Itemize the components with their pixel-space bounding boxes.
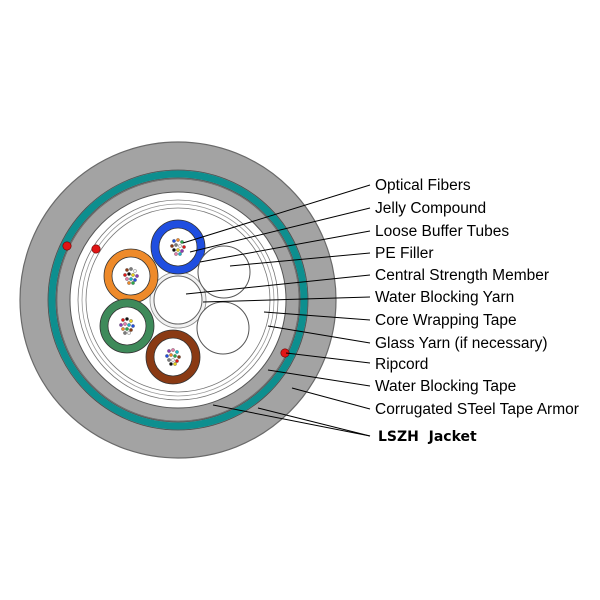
optical-fiber-dot	[169, 362, 173, 366]
optical-fiber-dot	[167, 358, 171, 362]
optical-fiber-dot	[172, 239, 176, 243]
optical-fiber-dot	[129, 267, 133, 271]
central-strength-member	[153, 275, 203, 325]
label-optical-fibers: Optical Fibers	[375, 177, 471, 194]
optical-fiber-dot	[127, 281, 131, 285]
label-central-strength-member: Central Strength Member	[375, 267, 549, 284]
optical-fiber-dot	[177, 355, 181, 359]
pe-filler-top	[197, 245, 251, 299]
steel-tape-armor-edge-inner	[55, 177, 301, 423]
optical-fiber-dot	[133, 269, 137, 273]
optical-fiber-dot	[173, 354, 177, 358]
optical-fiber-dot	[174, 243, 178, 247]
optical-fiber-dot	[121, 327, 125, 331]
optical-fiber-dot	[125, 268, 129, 272]
leader-jelly-compound	[189, 207, 371, 253]
optical-fiber-dot	[175, 359, 179, 363]
optical-fiber-dot	[176, 238, 180, 242]
pe-filler-bottom	[196, 301, 250, 355]
leader-water-blocking-tape	[267, 369, 371, 387]
optical-fiber-dot	[180, 240, 184, 244]
loose-buffer-tube-orange	[103, 248, 159, 304]
optical-fibers	[119, 238, 186, 366]
optical-fiber-dot	[123, 273, 127, 277]
optical-fiber-dot	[171, 358, 175, 362]
optical-fiber-dot	[169, 353, 173, 357]
optical-fiber-dot	[129, 319, 133, 323]
optical-fiber-dot	[175, 350, 179, 354]
optical-fiber-dot	[121, 318, 125, 322]
optical-fiber-dot	[180, 249, 184, 253]
optical-fiber-dot	[173, 362, 177, 366]
optical-fiber-dot	[125, 327, 129, 331]
optical-fiber-dot	[165, 354, 169, 358]
leader-lszh-jacket-1	[212, 404, 371, 437]
label-pe-filler: PE Filler	[375, 245, 434, 262]
loose-buffer-tube-blue	[150, 219, 206, 275]
loose-buffer-tube-green	[99, 298, 155, 354]
leader-central-strength-member	[185, 274, 371, 295]
label-water-blocking-yarn: Water Blocking Yarn	[375, 289, 514, 306]
optical-fiber-dot	[172, 248, 176, 252]
label-glass-yarn: Glass Yarn (if necessary)	[375, 335, 548, 352]
optical-fiber-dot	[123, 331, 127, 335]
loose-buffer-tube-brown	[145, 329, 201, 385]
leader-glass-yarn	[267, 325, 371, 344]
label-water-blocking-tape: Water Blocking Tape	[375, 378, 516, 395]
optical-fiber-dot	[171, 348, 175, 352]
optical-fiber-dot	[129, 277, 133, 281]
label-ripcord: Ripcord	[375, 356, 428, 373]
optical-fiber-dot	[125, 317, 129, 321]
optical-fiber-dot	[182, 245, 186, 249]
leader-pe-filler	[229, 252, 371, 267]
label-jelly-compound: Jelly Compound	[375, 200, 486, 217]
label-loose-buffer-tubes: Loose Buffer Tubes	[375, 223, 509, 240]
leader-loose-buffer-tubes	[199, 230, 371, 263]
optical-fiber-dot	[174, 252, 178, 256]
ripcord-dot-1	[62, 241, 72, 251]
optical-fiber-dot	[129, 328, 133, 332]
ripcord-dot-2	[91, 244, 101, 254]
leader-optical-fibers	[182, 184, 371, 244]
label-core-wrapping-tape: Core Wrapping Tape	[375, 312, 517, 329]
steel-tape-armor-edge-outer	[47, 169, 309, 431]
optical-fiber-dot	[133, 278, 137, 282]
optical-fiber-dot	[135, 274, 139, 278]
leader-corrugated-steel-tape-armor	[291, 387, 371, 410]
label-lszh-jacket: LSZH Jacket	[378, 429, 477, 445]
optical-fiber-dot	[119, 323, 123, 327]
optical-fiber-dot	[167, 349, 171, 353]
optical-fiber-dot	[178, 252, 182, 256]
label-corrugated-steel-tape-armor: Corrugated STeel Tape Armor	[375, 401, 579, 418]
steel-tape-armor-ring	[48, 170, 308, 430]
leader-core-wrapping-tape	[263, 311, 371, 321]
leader-lszh-jacket-2	[257, 407, 371, 437]
optical-fiber-dot	[123, 322, 127, 326]
optical-fiber-dot	[131, 273, 135, 277]
optical-fiber-dot	[125, 277, 129, 281]
optical-fiber-dot	[127, 331, 131, 335]
optical-fiber-dot	[127, 323, 131, 327]
optical-fiber-dot	[178, 244, 182, 248]
optical-fiber-dot	[131, 281, 135, 285]
optical-fiber-dot	[176, 248, 180, 252]
optical-fiber-dot	[127, 272, 131, 276]
optical-fiber-dot	[170, 244, 174, 248]
leader-ripcord	[285, 352, 371, 364]
leader-water-blocking-yarn	[202, 296, 371, 303]
optical-fiber-dot	[131, 324, 135, 328]
